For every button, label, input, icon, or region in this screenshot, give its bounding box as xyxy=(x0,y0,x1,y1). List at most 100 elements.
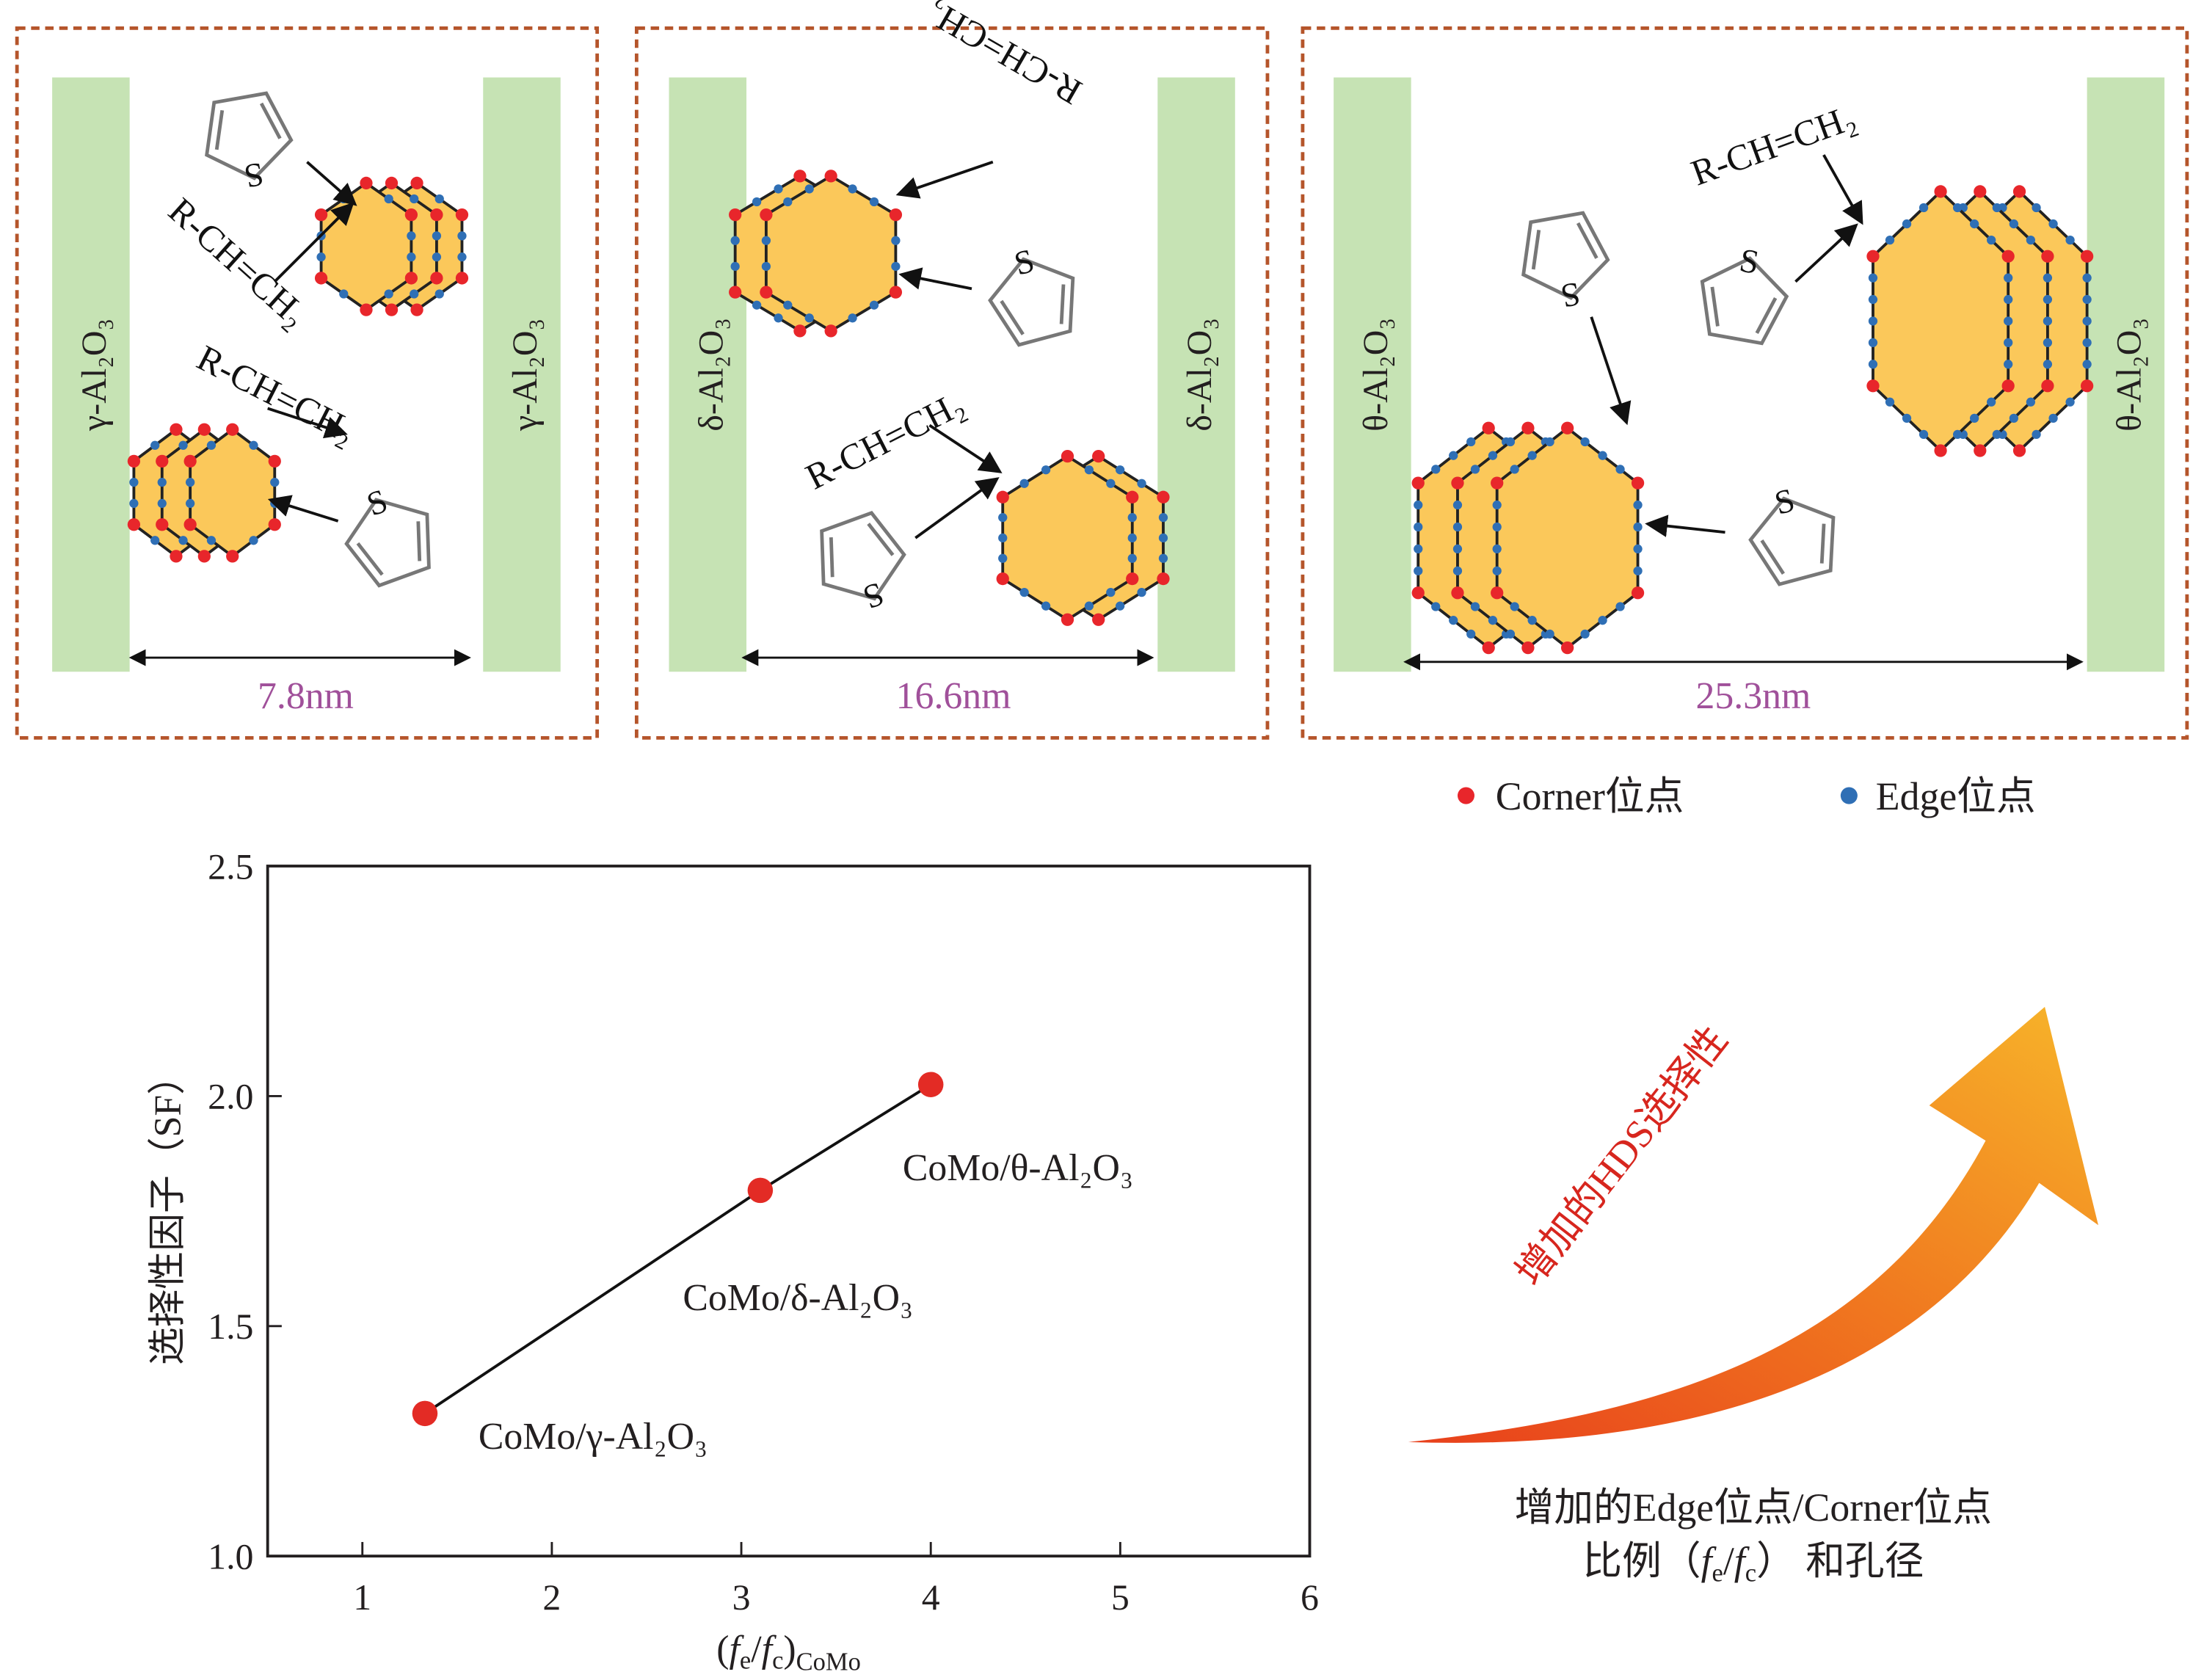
data-point-label: CoMo/θ-Al₂O₃ xyxy=(903,1147,1133,1189)
corner-site-dot xyxy=(1061,450,1074,463)
edge-site-dot xyxy=(1615,602,1625,611)
corner-site-dot xyxy=(824,170,837,183)
corner-site-dot xyxy=(889,286,903,299)
edge-site-dot xyxy=(1019,587,1029,597)
edge-site-dot xyxy=(2032,429,2041,440)
corner-site-dot xyxy=(889,208,903,222)
thiophene-icon: S xyxy=(1700,241,1789,346)
thiophene-icon: S xyxy=(344,481,431,588)
caption-line-1: 增加的Edge位点/Corner位点 xyxy=(1515,1486,1993,1530)
edge-site-dot xyxy=(1414,500,1423,510)
corner-site-dot xyxy=(268,454,281,468)
support-label-right: γ-Al₂O₃ xyxy=(506,319,545,432)
sulfur-label: S xyxy=(1010,241,1038,283)
olefin-label: R-CH=CH₂ xyxy=(920,0,1088,112)
edge-site-dot xyxy=(1158,553,1168,563)
edge-site-dot xyxy=(2009,413,2018,423)
support-label-right: δ-Al₂O₃ xyxy=(1180,318,1219,432)
corner-site-dot xyxy=(385,176,399,190)
corner-site-dot xyxy=(197,423,211,436)
edge-site-dot xyxy=(2082,338,2092,348)
edge-site-dot xyxy=(2082,316,2092,326)
corner-site-dot xyxy=(156,518,169,531)
edge-site-dot xyxy=(316,252,326,262)
edge-site-dot xyxy=(1449,616,1458,625)
corner-site-dot xyxy=(760,286,773,299)
edge-site-dot xyxy=(1615,465,1625,474)
edge-site-dot xyxy=(1127,512,1137,523)
edge-site-label: Edge位点 xyxy=(1876,774,2036,818)
edge-site-dot xyxy=(774,184,783,194)
edge-site-dot xyxy=(1041,601,1051,611)
data-point xyxy=(917,1072,944,1097)
corner-site-dot xyxy=(170,550,183,563)
panel-frame xyxy=(15,26,600,740)
corner-site-dot xyxy=(1521,421,1535,434)
edge-site-dot xyxy=(178,536,188,545)
corner-site-dot xyxy=(170,423,183,436)
edge-site-dot xyxy=(1492,544,1502,554)
edge-site-dot xyxy=(457,252,467,262)
adsorption-arrow xyxy=(1822,154,1863,225)
edge-site-dot xyxy=(1868,294,1878,305)
adsorption-arrow xyxy=(895,160,994,199)
edge-site-dot xyxy=(998,533,1008,543)
corner-site-dot xyxy=(760,208,773,222)
adsorption-arrow xyxy=(267,407,348,439)
edge-site-dot xyxy=(848,313,857,323)
caption-line-2: 比例（fe/fc） 和孔径 xyxy=(1582,1539,1924,1588)
edge-site-dot xyxy=(270,478,280,487)
site-legend: Corner位点 Edge位点 xyxy=(1457,774,2036,818)
thiophene-icon: S xyxy=(820,511,906,617)
corner-site-dot xyxy=(1521,641,1535,655)
edge-site-dot xyxy=(1452,566,1463,575)
corner-site-dot xyxy=(1560,421,1574,434)
edge-site-dot xyxy=(752,197,762,207)
edge-site-dot xyxy=(2048,413,2058,423)
corner-site-dot xyxy=(729,286,742,299)
adsorption-arrow xyxy=(1590,316,1632,426)
adsorption-arrow xyxy=(928,423,1003,473)
edge-site-dot xyxy=(2043,338,2053,348)
edge-site-dot xyxy=(2043,360,2053,369)
corner-site-dot xyxy=(2041,250,2054,263)
support-label-left: γ-Al₂O₃ xyxy=(75,319,114,432)
edge-site-dot xyxy=(2009,219,2018,229)
edge-site-dot xyxy=(434,194,444,204)
corner-site-dot xyxy=(2001,379,2015,393)
edge-site-dot xyxy=(2004,294,2013,305)
sulfur-label: S xyxy=(1558,275,1583,316)
support-wall-left xyxy=(669,77,747,672)
hds-selectivity-label: 增加的HDS选择性 xyxy=(1507,1018,1736,1294)
pore-size-label: 25.3nm xyxy=(1695,675,1811,717)
edge-site-dot xyxy=(1902,413,1912,423)
edge-site-dot xyxy=(1868,360,1878,369)
corner-site-dot xyxy=(455,272,469,285)
panel-delta: δ-Al₂O₃ δ-Al₂O₃ 16.6nm R-CH=CH₂ R-CH=CH₂ xyxy=(634,0,1270,740)
edge-site-dot xyxy=(1505,629,1516,639)
corner-site-dot xyxy=(996,572,1009,586)
y-tick-label: 2.0 xyxy=(208,1077,253,1117)
adsorption-arrow xyxy=(1645,514,1725,537)
corner-site-dot xyxy=(2080,250,2094,263)
x-tick-label: 2 xyxy=(542,1577,561,1618)
corner-site-dot xyxy=(1451,586,1464,600)
edge-site-dot xyxy=(1431,602,1441,611)
corner-site-dot xyxy=(1157,572,1170,586)
corner-site-dot xyxy=(430,272,443,285)
edge-site-dot xyxy=(2065,235,2075,245)
corner-site-dot xyxy=(360,176,373,190)
corner-site-dot xyxy=(1491,476,1504,490)
edge-site-dot xyxy=(186,498,195,509)
edge-site-dot xyxy=(1115,465,1125,475)
y-tick-label: 2.5 xyxy=(208,846,253,887)
adsorption-arrow xyxy=(273,202,354,283)
edge-site-dot xyxy=(2004,316,2013,326)
edge-site-dot xyxy=(1158,512,1168,523)
olefin-label: R-CH=CH₂ xyxy=(799,383,970,497)
edge-site-dot xyxy=(1545,629,1554,639)
edge-site-dot xyxy=(1992,203,2001,213)
edge-site-dot xyxy=(1919,429,1929,440)
edge-site-dot xyxy=(2065,397,2075,407)
